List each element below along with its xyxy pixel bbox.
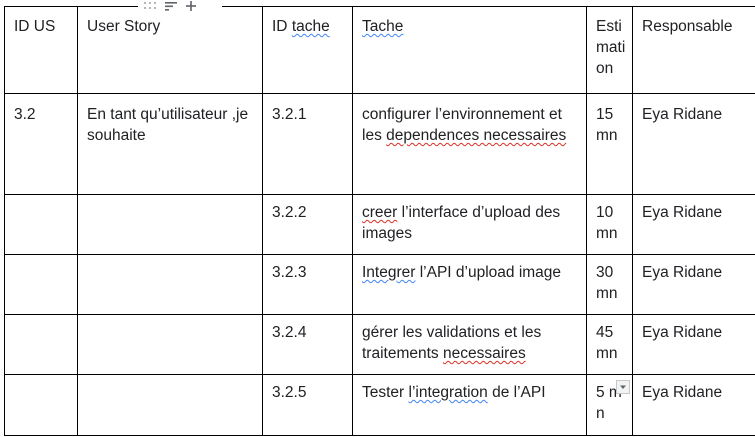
header-id-us-label: ID US [14, 18, 56, 35]
cell-estimation[interactable]: 45 mn [586, 314, 633, 375]
cell-tache-text-a: Tester [362, 384, 409, 401]
header-id-tache-label-a: ID [272, 18, 292, 35]
cell-tache-text-c: l’API d’upload image [415, 264, 562, 281]
cell-tache[interactable]: gérer les validations et les traitements… [352, 314, 587, 375]
cell-responsable-text: Eya Ridane [642, 384, 723, 401]
cell-user-story[interactable] [77, 314, 263, 375]
cell-id-tache[interactable]: 3.2.3 [262, 254, 353, 315]
cell-tache-text-b: dependences necessaires [386, 127, 567, 144]
table-row: 3.2.2 creer l’interface d’upload des ima… [4, 194, 755, 255]
header-user-story[interactable]: User Story [77, 6, 263, 94]
table-toolbar [138, 0, 222, 12]
cell-estimation-text: 45 mn [596, 324, 618, 362]
cell-responsable[interactable]: Eya Ridane [632, 314, 755, 375]
cell-tache-text-b: l’integration [408, 384, 488, 401]
cell-tache-text-b: necessaires [442, 345, 526, 362]
cell-id-tache-text: 3.2.4 [272, 324, 307, 341]
cell-responsable[interactable]: Eya Ridane [632, 93, 755, 195]
cell-estimation-text: 5 mn [596, 384, 622, 422]
cell-user-story[interactable] [77, 194, 263, 255]
cell-estimation[interactable]: 10 mn [586, 194, 633, 255]
cell-id-tache[interactable]: 3.2.1 [262, 93, 353, 195]
cell-tache-text-a: gérer les validations et les traitements [362, 324, 542, 362]
table-header-row: ID US User Story ID tache Tache Estimati… [4, 6, 755, 94]
cell-id-tache[interactable]: 3.2.2 [262, 194, 353, 255]
table-row: 3.2.3 Integrer l’API d’upload image 30 m… [4, 254, 755, 315]
cell-estimation-text: 15 mn [596, 106, 618, 144]
header-responsable-label: Responsable [642, 18, 733, 35]
user-stories-table: ID US User Story ID tache Tache Estimati… [4, 6, 755, 436]
cell-user-story-text: En tant qu’utilisateur ,je souhaite [87, 106, 249, 144]
cell-user-story[interactable] [77, 254, 263, 315]
cell-estimation-text: 10 mn [596, 204, 618, 242]
cell-user-story[interactable] [77, 374, 263, 436]
cell-estimation[interactable]: 15 mn [586, 93, 633, 195]
cell-estimation-text: 30 mn [596, 264, 618, 302]
cell-user-story[interactable]: En tant qu’utilisateur ,je souhaite [77, 93, 263, 195]
cell-tache-text-b: Integrer [362, 264, 416, 281]
cell-tache-text-a: configurer l’environnement et les [362, 106, 562, 144]
header-responsable[interactable]: Responsable [632, 6, 755, 94]
cell-id-us[interactable] [4, 194, 78, 255]
cell-responsable-text: Eya Ridane [642, 324, 723, 341]
cell-tache[interactable]: configurer l’environnement et les depend… [352, 93, 587, 195]
header-id-tache[interactable]: ID tache [262, 6, 353, 94]
cell-responsable-text: Eya Ridane [642, 204, 723, 221]
cell-id-tache-text: 3.2.2 [272, 204, 307, 221]
cell-tache[interactable]: creer l’interface d’upload des images [352, 194, 587, 255]
cell-estimation[interactable]: 5 mn [586, 374, 633, 436]
header-estimation-label: Estimation [596, 18, 626, 77]
cell-tache-text-b: creer [362, 204, 398, 221]
cell-responsable[interactable]: Eya Ridane [632, 374, 755, 436]
cell-tache-text-c: l’interface d’upload des images [362, 204, 561, 242]
cell-id-tache-text: 3.2.1 [272, 106, 307, 123]
table-row: 3.2 En tant qu’utilisateur ,je souhaite … [4, 93, 755, 195]
cell-id-us[interactable] [4, 314, 78, 375]
cell-responsable-text: Eya Ridane [642, 106, 723, 123]
plus-icon[interactable] [184, 1, 198, 11]
cell-id-tache-text: 3.2.3 [272, 264, 307, 281]
cell-id-us-text: 3.2 [14, 106, 36, 123]
cell-responsable-text: Eya Ridane [642, 264, 723, 281]
sort-icon[interactable] [164, 1, 178, 11]
header-tache-label: Tache [362, 18, 404, 35]
cell-tache[interactable]: Tester l’integration de l’API [352, 374, 587, 436]
drag-handle-icon[interactable] [142, 1, 158, 11]
header-user-story-label: User Story [87, 18, 161, 35]
cell-estimation[interactable]: 30 mn [586, 254, 633, 315]
header-id-us[interactable]: ID US [4, 6, 78, 94]
header-tache[interactable]: Tache [352, 6, 587, 94]
cell-tache[interactable]: Integrer l’API d’upload image [352, 254, 587, 315]
cell-id-tache[interactable]: 3.2.4 [262, 314, 353, 375]
dropdown-arrow-icon[interactable] [616, 380, 630, 394]
cell-id-tache[interactable]: 3.2.5 [262, 374, 353, 436]
cell-id-us[interactable]: 3.2 [4, 93, 78, 195]
header-estimation[interactable]: Estimation [586, 6, 633, 94]
header-id-tache-label-b: tache [291, 18, 330, 35]
table-row: 3.2.4 gérer les validations et les trait… [4, 314, 755, 375]
cell-id-us[interactable] [4, 254, 78, 315]
cell-id-us[interactable] [4, 374, 78, 436]
cell-tache-text-c: de l’API [487, 384, 546, 401]
cell-responsable[interactable]: Eya Ridane [632, 194, 755, 255]
cell-responsable[interactable]: Eya Ridane [632, 254, 755, 315]
cell-id-tache-text: 3.2.5 [272, 384, 307, 401]
table-row: 3.2.5 Tester l’integration de l’API 5 mn… [4, 374, 755, 436]
